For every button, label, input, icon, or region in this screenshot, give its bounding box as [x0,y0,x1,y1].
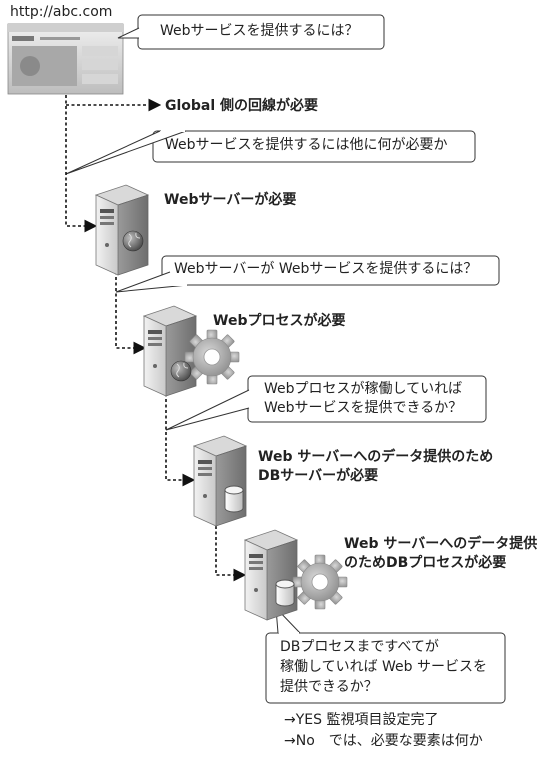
database-icon [224,485,244,513]
globe-icon [122,230,144,252]
db-server-label-line2: DBサーバーが必要 [258,468,379,484]
web-server-label: Webサーバーが必要 [164,192,297,208]
bubble-q1-text: Webサービスを提供するには？ [160,23,359,39]
global-line-label: Global 側の回線が必要 [165,98,319,114]
db-process-label-line2: のためDBプロセスが必要 [344,555,507,571]
gear-icon [292,554,348,610]
bubble-q5-text-line1: DBプロセスまですべてが [280,639,439,655]
db-server-icon [193,435,247,527]
connector-to-web-process [115,255,147,355]
bubble-q3-text: Webサーバーが Webサービスを提供するには？ [174,261,478,277]
bubble-q2-text: Webサービスを提供するには他に何が必要か [165,137,448,153]
connector-to-db-process [215,515,247,582]
database-icon [275,579,295,607]
web-server-icon [95,184,149,276]
connector-to-db-server [165,388,196,487]
bubble-q4-text-line1: Webプロセスが稼働していれば [264,381,463,397]
bubble-q3 [115,255,500,293]
website-screenshot [7,23,124,95]
bubble-q1 [117,14,385,50]
bubble-q4-text-line2: Webサービスを提供できるか？ [264,400,463,416]
db-process-label-line1: Web サーバーへのデータ提供 [344,536,538,552]
gear-icon [184,329,240,385]
bubble-q5-text-line3: 提供できるか？ [280,679,378,695]
web-process-label: Webプロセスが必要 [213,313,346,329]
db-process-server-icon [244,529,298,621]
db-server-label-line1: Web サーバーへのデータ提供のため [258,449,494,465]
bubble-q5-text-line2: 稼働していれば Web サービスを [280,659,488,675]
bubble-q4 [165,375,487,431]
answer-no: →No では、必要な要素は何か [284,733,483,749]
globe-icon [170,360,192,382]
site-url: http://abc.com [10,4,113,20]
answer-yes: →YES 監視項目設定完了 [284,712,439,728]
connectors [65,95,247,582]
web-process-server-icon [143,305,197,397]
connector-to-web-server [65,95,98,233]
